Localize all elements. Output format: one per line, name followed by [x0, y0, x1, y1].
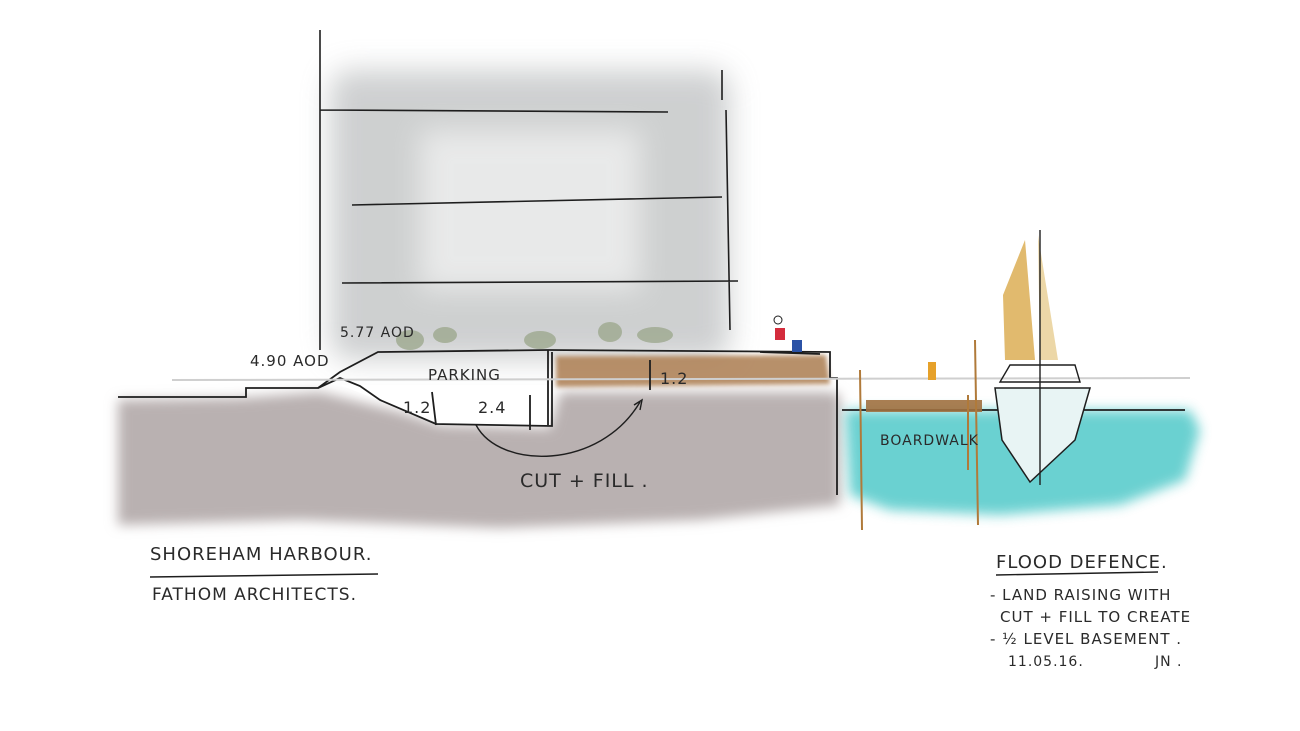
notes-underline	[995, 571, 1159, 576]
building-block	[319, 30, 739, 360]
people-figures	[773, 315, 936, 380]
aod-low-label: 4.90 AOD	[250, 352, 330, 370]
sailboat	[994, 230, 1091, 485]
boardwalk-deck	[859, 339, 982, 531]
notes-line-2: CUT + FILL TO CREATE	[1000, 608, 1191, 626]
notes-heading: FLOOD DEFENCE.	[996, 552, 1168, 573]
planting	[396, 322, 673, 350]
parking-label: PARKING	[428, 366, 501, 384]
section-linework	[118, 349, 1191, 495]
notes-line-1: - LAND RAISING WITH	[990, 586, 1171, 604]
dimension-mid: 2.4	[478, 398, 506, 417]
notes-initials: JN .	[1154, 654, 1183, 670]
ground-section	[118, 385, 840, 528]
aod-high-label: 5.77 AOD	[340, 325, 415, 341]
title-underline	[149, 573, 379, 578]
notes-date: 11.05.16.	[1008, 654, 1084, 670]
cut-fill-label: CUT + FILL .	[520, 470, 649, 492]
project-title: SHOREHAM HARBOUR.	[150, 544, 372, 565]
architect-name: FATHOM ARCHITECTS.	[152, 585, 357, 605]
notes-line-3: - ½ LEVEL BASEMENT .	[990, 630, 1182, 648]
dimension-left: 1.2	[403, 398, 431, 417]
raised-land	[556, 355, 830, 387]
dimension-right: 1.2	[660, 369, 688, 388]
boardwalk-label: BOARDWALK	[880, 433, 979, 449]
